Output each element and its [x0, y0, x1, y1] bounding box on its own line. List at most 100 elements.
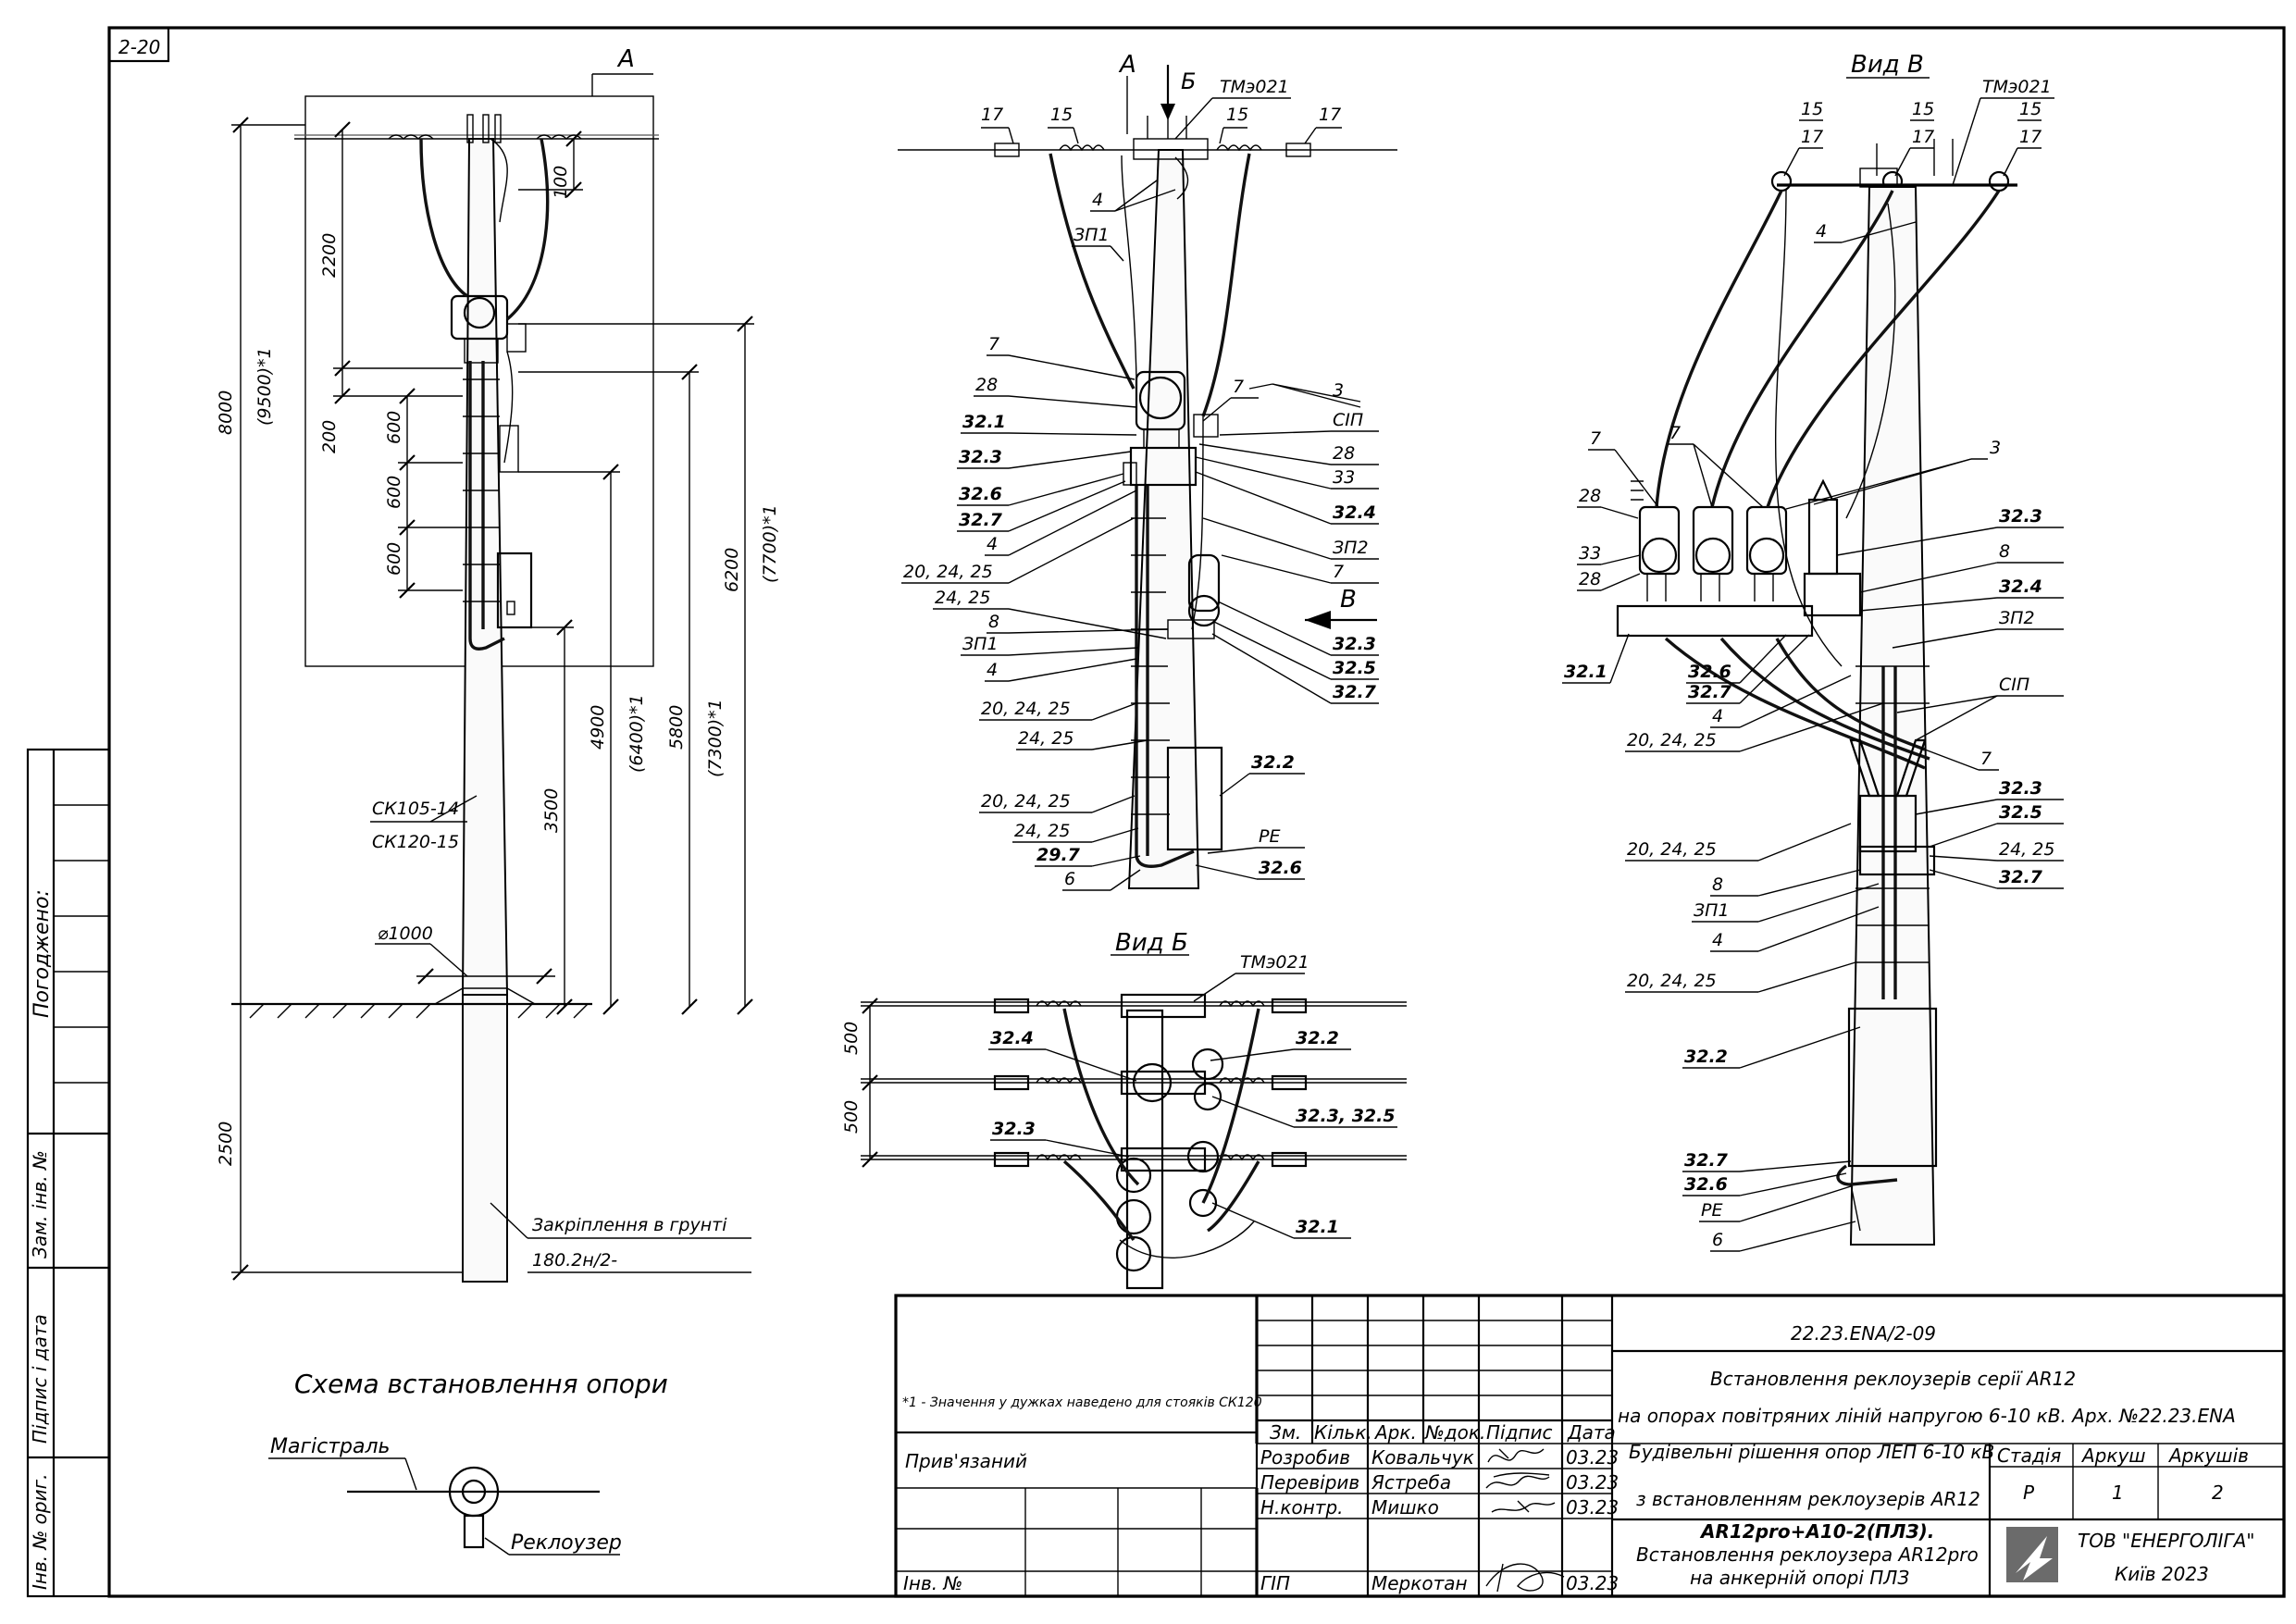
view-a-label: А	[616, 45, 635, 73]
section-b-label: Б	[1181, 68, 1196, 94]
fv-lbl-15-right: 15	[1226, 105, 1248, 125]
vv-lbl-4-a: 4	[1712, 706, 1723, 726]
fv-lbl-4-b: 4	[987, 660, 998, 680]
vv-lbl-32-6: 32.6	[1688, 662, 1731, 682]
fv-lbl-6: 6	[1064, 869, 1075, 889]
dim-9500: (9500)*1	[254, 347, 275, 426]
vv-lbl-24-25: 24, 25	[1999, 839, 2054, 860]
role-normcontrol: Н.контр.	[1260, 1496, 1344, 1519]
dim-5800: 5800	[666, 705, 687, 750]
dim-600-c: 600	[384, 542, 404, 576]
view-b-plan: Вид Б	[841, 929, 1407, 1290]
vv-lbl-32-1: 32.1	[1564, 662, 1607, 682]
vv-lbl-32-5: 32.5	[1999, 802, 2042, 823]
fv-lbl-32-6-right: 32.6	[1259, 858, 1302, 878]
doc-number: 22.23.ENA/2-09	[1791, 1322, 1936, 1345]
fv-lbl-32-4: 32.4	[1333, 502, 1376, 523]
col-header-date: Дата	[1567, 1421, 1616, 1444]
name-developed: Ковальчук	[1371, 1446, 1474, 1469]
name-checked: Ястреба	[1371, 1471, 1451, 1494]
scheme-main-line: Магістраль	[270, 1435, 391, 1458]
side-stamp: Погоджено: Зам. інв. № Підпис і дата Інв…	[26, 748, 111, 1598]
fv-lbl-32-1: 32.1	[962, 412, 1006, 432]
fv-lbl-29-7: 29.7	[1036, 845, 1081, 865]
vv-lbl-15-c: 15	[2019, 99, 2042, 119]
fv-lbl-zp1-top: ЗП1	[1074, 225, 1110, 245]
vv-lbl-7-c: 7	[1980, 749, 1992, 769]
fv-lbl-pe: РЕ	[1259, 826, 1280, 847]
org-name: ТОВ "ЕНЕРГОЛІГА"	[2078, 1530, 2254, 1552]
dim-200: 200	[319, 420, 340, 453]
fv-lbl-zp2: ЗП2	[1333, 538, 1369, 558]
front-elevation: А Б	[898, 51, 1397, 891]
dim-3500: 3500	[541, 788, 562, 833]
vv-lbl-32-7-b: 32.7	[1999, 867, 2043, 887]
section-a-label: А	[1118, 51, 1136, 79]
vv-lbl-20-24-25-c: 20, 24, 25	[1627, 971, 1717, 991]
vv-lbl-6: 6	[1712, 1230, 1723, 1250]
vb-dim-500-b: 500	[841, 1100, 862, 1134]
signatures	[1485, 1448, 1565, 1593]
date-checked: 03.23	[1566, 1471, 1619, 1494]
fv-lbl-32-7-right: 32.7	[1333, 682, 1377, 702]
vv-lbl-15-a: 15	[1801, 99, 1823, 119]
pole-type-2: СК120-15	[372, 832, 459, 852]
vv-lbl-17-a: 17	[1801, 127, 1823, 147]
doc-title-line2: на опорах повітряних ліній напругою 6-10…	[1618, 1405, 2236, 1427]
dim-600-b: 600	[384, 476, 404, 509]
fv-lbl-zp1: ЗП1	[962, 634, 999, 654]
bound-label: Прив'язаний	[905, 1450, 1027, 1472]
vb-lbl-32-4: 32.4	[990, 1028, 1034, 1048]
col-header-change: Зм.	[1270, 1421, 1301, 1444]
vb-lbl-32-3: 32.3	[992, 1119, 1036, 1139]
title-block: 22.23.ENA/2-09 Встановлення реклоузерів …	[894, 1294, 2286, 1598]
dim-6200: 6200	[722, 548, 742, 592]
vv-lbl-20-24-25-b: 20, 24, 25	[1627, 839, 1717, 860]
arrow-v-label: В	[1340, 586, 1357, 614]
vv-lbl-17-c: 17	[2019, 127, 2042, 147]
vv-lbl-33: 33	[1579, 543, 1601, 564]
vv-lbl-4-b: 4	[1712, 930, 1723, 950]
name-chief-engineer: Меркотан	[1371, 1572, 1468, 1594]
vv-lbl-15-b: 15	[1912, 99, 1934, 119]
fv-lbl-24-25-a: 24, 25	[935, 588, 990, 608]
vv-lbl-sip: СІП	[1999, 675, 2029, 695]
dim-4900: 4900	[588, 705, 608, 750]
stage-header: Стадія	[1997, 1444, 2061, 1467]
vv-lbl-8-b: 8	[1712, 874, 1723, 895]
fv-lbl-7-right: 7	[1233, 377, 1244, 397]
drawing-name-1: AR12pro+A10-2(ПЛЗ).	[1699, 1520, 1934, 1543]
fv-lbl-3: 3	[1333, 380, 1344, 401]
name-normcontrol: Мишко	[1371, 1496, 1439, 1519]
view-a-elevation: А	[216, 45, 780, 1283]
date-normcontrol: 03.23	[1566, 1496, 1619, 1519]
vv-lbl-20-24-25-a: 20, 24, 25	[1627, 730, 1717, 750]
vv-lbl-8-a: 8	[1999, 541, 2010, 562]
fv-lbl-7-right-b: 7	[1333, 562, 1344, 582]
vb-lbl-32-1: 32.1	[1296, 1217, 1339, 1237]
vv-lbl-32-6-b: 32.6	[1684, 1174, 1728, 1195]
vv-lbl-32-4: 32.4	[1999, 576, 2042, 597]
stage-value: Р	[2023, 1481, 2035, 1504]
vb-dim-500-a: 500	[841, 1022, 862, 1055]
vv-lbl-7-b: 7	[1669, 423, 1681, 443]
fv-lbl-28: 28	[975, 375, 998, 395]
fv-lbl-28-right: 28	[1333, 443, 1355, 464]
role-developed: Розробив	[1260, 1446, 1350, 1469]
anchor-ref: 180.2н/2-	[532, 1250, 617, 1271]
fv-lbl-20-24-25-a: 20, 24, 25	[903, 562, 993, 582]
fv-lbl-24-25-b: 24, 25	[1018, 728, 1074, 749]
fv-lbl-32-3: 32.3	[959, 447, 1002, 467]
replaced-inv-label: Зам. інв. №	[29, 1150, 51, 1258]
col-header-sheet: Арк.	[1373, 1421, 1417, 1444]
view-v-title: Вид В	[1851, 51, 1924, 79]
fv-lbl-8: 8	[988, 612, 999, 632]
org-logo	[2006, 1527, 2058, 1582]
sheet-header: Аркуш	[2080, 1444, 2146, 1467]
fv-lbl-17-left: 17	[981, 105, 1003, 125]
fv-lbl-32-5: 32.5	[1333, 658, 1376, 678]
vv-lbl-4-top: 4	[1816, 221, 1827, 242]
pole-type-1: СК105-14	[372, 799, 459, 819]
vv-lbl-32-2: 32.2	[1684, 1047, 1728, 1067]
vb-lbl-32-2: 32.2	[1296, 1028, 1339, 1048]
